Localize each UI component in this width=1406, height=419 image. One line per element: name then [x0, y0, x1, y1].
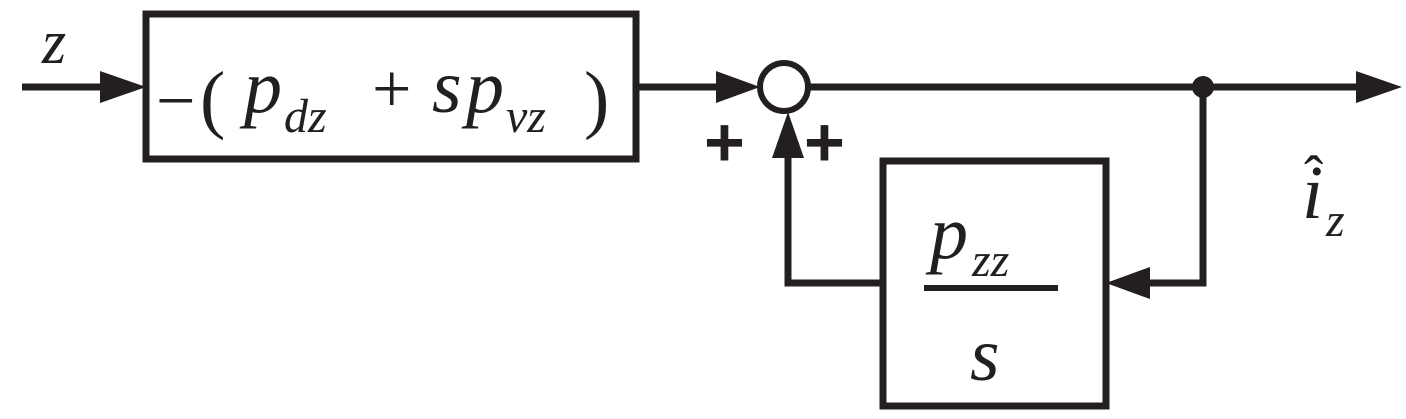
gain-open-paren: (: [200, 57, 225, 141]
feedback-numerator-subscript: zz: [971, 234, 1010, 287]
input-label: z: [41, 9, 66, 77]
gain-p-vz-subscript: vz: [506, 90, 546, 143]
output-label: ˆ i z: [1302, 144, 1345, 247]
output-arrowhead: [1356, 71, 1402, 103]
gain-plus-sign: +: [372, 51, 411, 128]
gain-p-dz-symbol: p: [239, 45, 282, 129]
gain-p-vz-symbol: p: [461, 45, 504, 129]
gain-close-paren: ): [584, 57, 609, 141]
summing-junction: [757, 60, 811, 114]
sum-sign-right: +: [804, 103, 845, 181]
sum-input-arrowhead: [716, 71, 760, 103]
feedback-block-arrowhead: [1106, 267, 1150, 299]
gain-minus-sign: −: [156, 63, 195, 140]
output-subscript: z: [1325, 194, 1345, 247]
feedback-path-out: [784, 154, 883, 287]
output-symbol: i: [1302, 151, 1323, 235]
feedback-block-expression: p zz s: [924, 191, 1058, 397]
feedback-numerator-symbol: p: [925, 191, 968, 275]
feedback-path-in: [1146, 87, 1207, 287]
gain-s-symbol: s: [432, 45, 462, 129]
output-hat: ˆ: [1304, 144, 1323, 209]
feedback-denominator: s: [970, 313, 1000, 397]
gain-block-expression: − ( p dz + s p vz ): [156, 45, 609, 143]
sum-feedback-arrowhead: [772, 112, 804, 158]
input-arrowhead: [100, 71, 146, 103]
gain-p-dz-subscript: dz: [284, 90, 327, 143]
sum-sign-left: +: [704, 103, 745, 181]
